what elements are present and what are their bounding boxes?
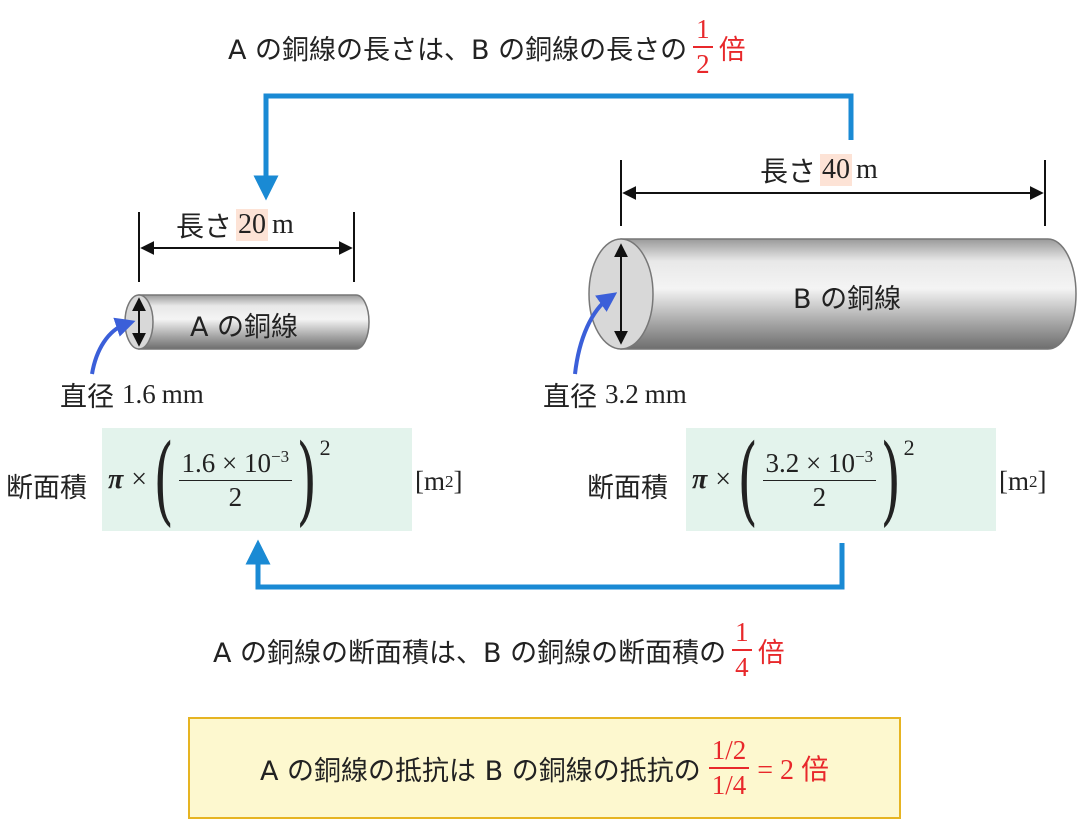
wire-a-diameter-prefix: 直径 [60, 382, 114, 413]
bottom-caption-suffix: 倍 [757, 637, 785, 669]
result-text: A の銅線の抵抗は B の銅線の抵抗の [259, 755, 701, 787]
top-caption-text: A の銅線の長さは、B の銅線の長さの [228, 34, 688, 66]
area-a-right-paren: ) [296, 423, 318, 536]
result-fraction-numerator: 1/2 [711, 735, 747, 765]
area-a-denominator: 2 [228, 482, 243, 512]
top-caption: A の銅線の長さは、B の銅線の長さの 1 2 倍 [228, 14, 746, 80]
wire-a-length-label: 長さ 20 m [176, 205, 294, 245]
area-b-times: × [715, 463, 732, 495]
top-connector-arrow [253, 93, 854, 201]
wire-a-diameter-label: 直径 1.6 mm [60, 375, 204, 414]
area-b-num-exponent: −3 [855, 447, 874, 466]
result-box: A の銅線の抵抗は B の銅線の抵抗の 1/2 1/4 = 2 倍 [188, 717, 901, 819]
bottom-caption-fraction: 1 4 [732, 619, 752, 681]
wire-b-cylinder [588, 238, 1077, 350]
top-caption-fraction: 1 2 [693, 16, 713, 78]
wire-a-length-unit: m [272, 209, 294, 240]
wire-b-diameter-value: 3.2 [605, 379, 639, 409]
bottom-fraction-denominator: 4 [735, 652, 749, 682]
area-b-formula: π × ( 3.2 × 10−3 2 ) 2 [686, 428, 996, 531]
top-caption-suffix: 倍 [718, 34, 746, 66]
bottom-fraction-numerator: 1 [735, 617, 749, 647]
area-b-right-paren: ) [880, 423, 902, 536]
area-b-pi: π [692, 463, 708, 495]
result-equals: = 2 倍 [757, 755, 830, 786]
wire-b-length-unit: m [856, 154, 878, 185]
area-a-left-paren: ( [153, 423, 175, 536]
area-b-unit-exponent: 2 [1029, 471, 1038, 491]
bottom-caption-text: A の銅線の断面積は、B の銅線の断面積の [213, 637, 727, 669]
area-b-unit-text: [m [999, 466, 1029, 496]
wire-a-length-value: 20 [236, 209, 269, 241]
wire-b-length-value: 40 [820, 154, 853, 186]
bottom-connector-arrow [245, 539, 845, 590]
wire-b-length-label: 長さ 40 m [760, 150, 878, 190]
wire-b-diameter-unit: mm [644, 379, 687, 409]
area-b-left-paren: ( [737, 423, 759, 536]
area-a-unit-text: [m [415, 466, 445, 496]
result-fraction-denominator: 1/4 [711, 770, 747, 800]
area-a-label: 断面積 [6, 473, 87, 504]
wire-a-diameter-value: 1.6 [122, 379, 156, 409]
wire-a-diameter-unit: mm [161, 379, 204, 409]
wire-b-diameter-prefix: 直径 [543, 382, 597, 413]
area-b-unit-close: ] [1037, 466, 1047, 496]
area-b-denominator: 2 [812, 482, 827, 512]
area-a-numerator: 1.6 × 10 [181, 448, 272, 478]
area-a-formula: π × ( 1.6 × 10−3 2 ) 2 [102, 428, 412, 531]
area-a-fraction: 1.6 × 10−3 2 [178, 447, 293, 512]
wire-b-diameter-label: 直径 3.2 mm [543, 375, 687, 414]
wire-b-label: B の銅線 [793, 284, 902, 315]
result-fraction: 1/2 1/4 [708, 735, 750, 800]
wire-b-length-prefix: 長さ [760, 155, 817, 188]
wire-a-diameter-pointer [90, 317, 136, 375]
area-a-unit-exponent: 2 [445, 471, 454, 491]
area-a-times: × [131, 463, 148, 495]
wire-a-length-prefix: 長さ [176, 210, 233, 243]
area-b-fraction: 3.2 × 10−3 2 [762, 447, 877, 512]
top-fraction-denominator: 2 [696, 49, 710, 79]
area-b-label: 断面積 [587, 473, 668, 504]
wire-a-label: A の銅線 [190, 312, 299, 343]
area-b-outer-exponent: 2 [903, 434, 915, 460]
wire-b-diameter-pointer [573, 292, 618, 375]
area-a-pi: π [108, 463, 124, 495]
bottom-caption: A の銅線の断面積は、B の銅線の断面積の 1 4 倍 [213, 615, 785, 685]
area-b-numerator: 3.2 × 10 [765, 448, 856, 478]
area-a-unit-close: ] [453, 466, 463, 496]
top-fraction-numerator: 1 [696, 14, 710, 44]
area-a-num-exponent: −3 [271, 447, 290, 466]
area-a-outer-exponent: 2 [319, 434, 331, 460]
